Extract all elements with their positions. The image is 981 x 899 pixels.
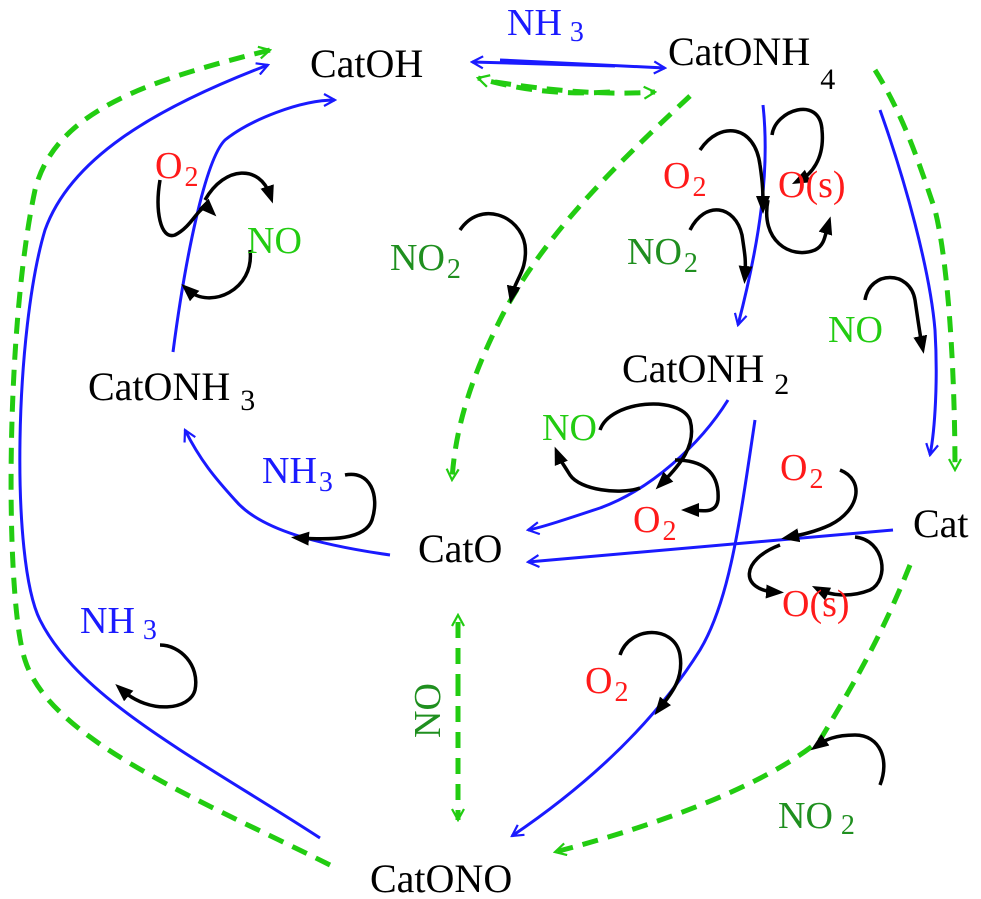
label-nh3-mid: NH3 <box>262 450 333 498</box>
o2-consume-curve-left <box>156 179 217 238</box>
path-catonh2-to-cato <box>528 399 730 530</box>
o2-curve-upper-right <box>698 129 770 214</box>
node-catonh4: CatONH4 <box>668 29 835 96</box>
node-cato: CatO <box>418 526 502 571</box>
green-cat-to-catono <box>555 564 913 852</box>
os-curve-upper-right <box>770 107 825 185</box>
nh3-curve-mid <box>291 472 377 546</box>
label-no2-center: NO2 <box>390 237 461 285</box>
node-catono: CatONO <box>370 856 512 899</box>
label-o2-right: O2 <box>780 447 823 495</box>
green-catonh4-to-cato <box>452 94 692 480</box>
label-o2-upper-right: O2 <box>663 155 706 203</box>
label-o2-lower: O2 <box>585 660 628 708</box>
no-release-curve-left <box>203 171 274 204</box>
no-curve-mid <box>598 402 694 490</box>
label-no-right: NO <box>828 309 883 351</box>
green-catonh4-to-catoh <box>478 78 611 96</box>
path-catonh4-to-cat <box>878 109 936 455</box>
node-cat: Cat <box>913 501 969 546</box>
path-catono-to-catoh <box>18 65 321 840</box>
os-return-curve-upper-right <box>764 199 833 255</box>
green-reaction-paths <box>8 50 955 868</box>
label-os-upper-right: O(s) <box>778 164 846 206</box>
path-cat-to-cato <box>528 528 894 562</box>
label-no-left: NO <box>247 220 302 262</box>
path-catonh2-to-catono <box>512 419 757 836</box>
o2-curve-right <box>781 468 858 543</box>
no2-curve-upper-right <box>688 208 753 284</box>
nh3-curve-left <box>115 643 198 709</box>
label-o2-left: O2 <box>155 145 198 193</box>
label-no2-upper-right: NO2 <box>627 231 698 279</box>
path-catonh3-to-catoh <box>171 100 335 353</box>
label-no-vertical: NO <box>407 683 449 738</box>
os-return-curve-right <box>747 543 784 599</box>
node-catoh: CatOH <box>310 41 423 86</box>
label-no-mid: NO <box>542 407 597 449</box>
o2-curve-lower <box>618 630 683 716</box>
os-curve-right <box>811 535 884 601</box>
no2-curve-bottom-right <box>810 733 886 786</box>
label-o2-mid: O2 <box>633 499 676 547</box>
green-catono-to-catoh <box>8 50 332 868</box>
no-consume-curve-left <box>181 249 252 302</box>
green-catonh4-to-cat <box>872 68 955 470</box>
no2-curve-center <box>458 211 528 304</box>
path-cato-to-catonh3 <box>185 430 391 557</box>
no-curve-right <box>863 275 928 354</box>
label-os-right: O(s) <box>782 583 850 625</box>
o2-curve-mid <box>674 458 720 518</box>
path-catoh-to-catonh4 <box>499 58 665 68</box>
no-release-curve-mid <box>554 446 641 493</box>
side-reactant-curves <box>115 107 928 786</box>
path-catonh4-to-catonh2 <box>738 104 767 325</box>
green-catoh-to-catonh4 <box>494 79 655 93</box>
